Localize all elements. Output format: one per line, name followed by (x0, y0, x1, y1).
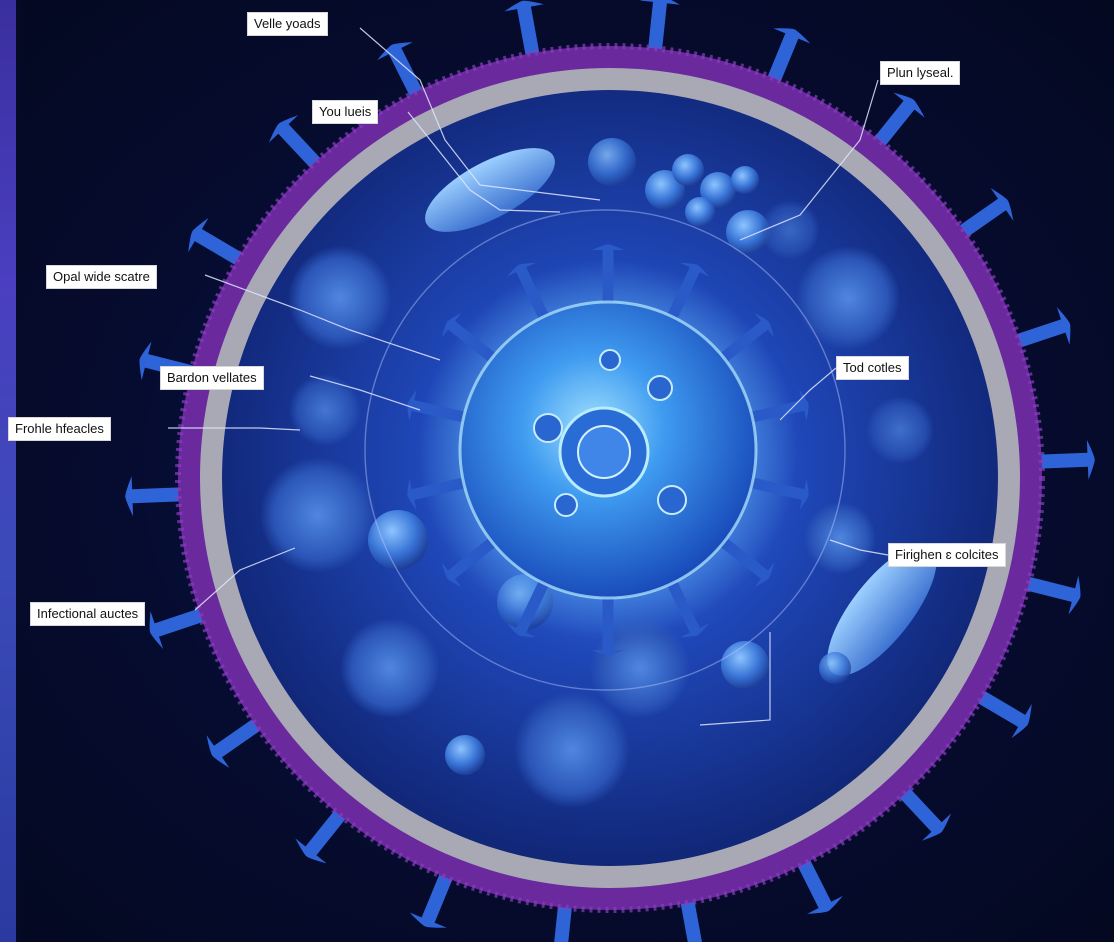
label-tod-cotles: Tod cotles (836, 356, 909, 380)
label-bardon-vellates: Bardon vellates (160, 366, 264, 390)
nucleus-core (578, 426, 630, 478)
fuzzy-particle (288, 246, 392, 350)
label-firighen-colcites: Firighen ɛ colcites (888, 543, 1006, 567)
label-plun-lyseal: Plun lyseal. (880, 61, 960, 85)
fuzzy-particle (866, 396, 934, 464)
fuzzy-particle (340, 618, 440, 718)
fuzzy-particle (804, 502, 876, 574)
label-frohle-hfeacles: Frohle hfeacles (8, 417, 111, 441)
label-opal-wide-scatre: Opal wide scatre (46, 265, 157, 289)
fuzzy-particle (760, 200, 820, 260)
label-velle-yoads: Velle yoads (247, 12, 328, 36)
fuzzy-particle (289, 374, 361, 446)
label-infectional-auctes: Infectional auctes (30, 602, 145, 626)
fuzzy-particle (514, 692, 630, 808)
fuzzy-particle (796, 246, 900, 350)
label-you-lueis: You lueis (312, 100, 378, 124)
